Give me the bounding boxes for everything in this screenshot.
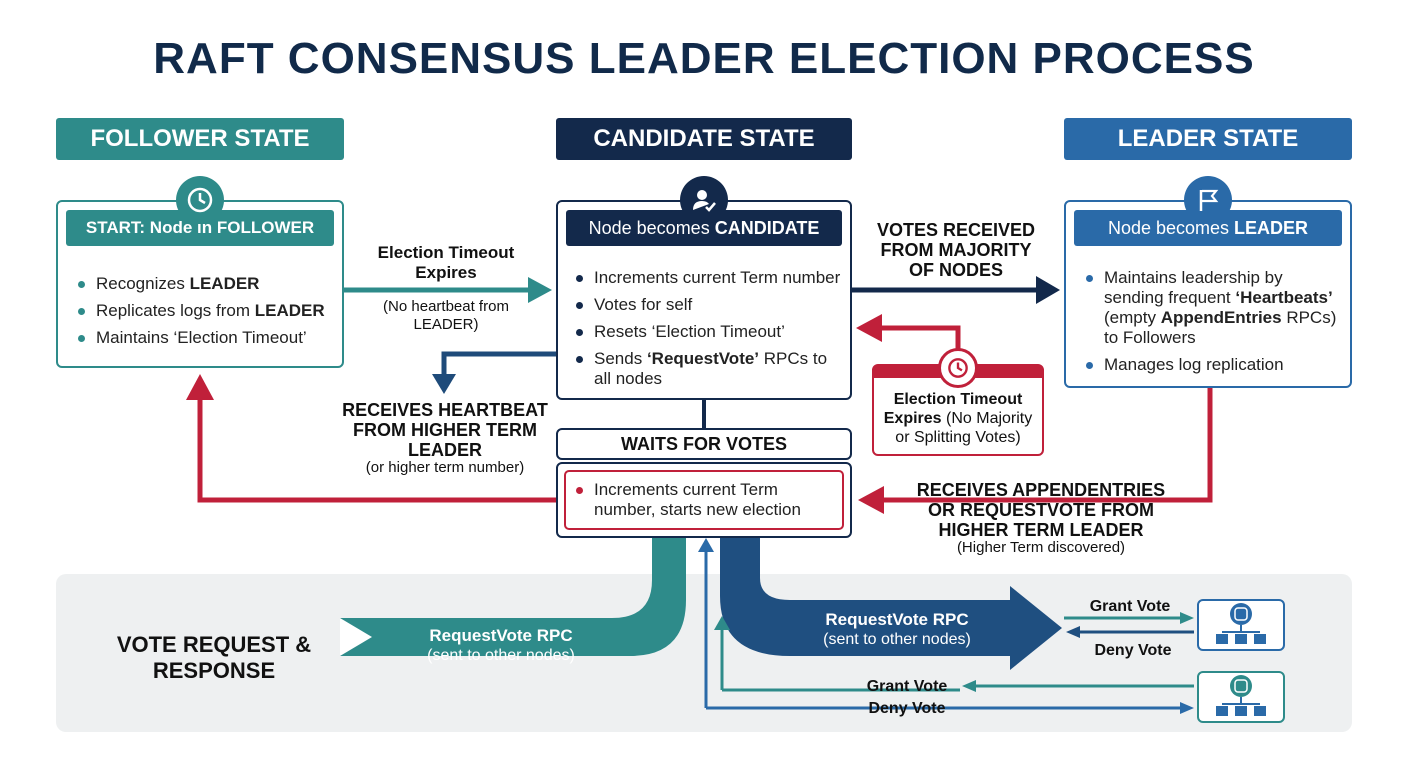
list-item: Votes for self (574, 295, 842, 315)
arrow-follower-to-candidate (344, 277, 552, 303)
follower-list: Recognizes LEADER Replicates logs from L… (76, 274, 336, 355)
leader-box-title: Node becomes LEADER (1074, 210, 1342, 246)
follower-box: START: Node in FOLLOWER State Recognizes… (56, 200, 344, 368)
grant-vote-bottom: Grant Vote (866, 678, 948, 695)
vote-return-lines (698, 538, 960, 710)
votes-majority-label: VOTES RECEIVED FROM MAJORITY OF NODES (876, 220, 1036, 280)
bottom-node-arrows (960, 680, 1194, 714)
restart-list: Increments current Term number, starts n… (574, 480, 834, 527)
waits-for-votes: WAITS FOR VOTES (556, 428, 852, 460)
list-item: Replicates logs from LEADER (76, 301, 336, 321)
arrow-timeout-loop (856, 314, 961, 350)
vote-section-label: VOTE REQUEST & RESPONSE (116, 632, 312, 683)
heartbeat-higher-label: RECEIVES HEARTBEAT FROM HIGHER TERM LEAD… (342, 400, 548, 460)
list-item: Increments current Term number, starts n… (574, 480, 834, 520)
left-rpc-sub: (sent to other nodes) (427, 647, 575, 664)
right-rpc-title: RequestVote RPC (825, 610, 969, 629)
list-item: Increments current Term number (574, 268, 842, 288)
list-item: Maintains leadership by sending frequent… (1084, 268, 1340, 348)
timeout-no-majority-text: Election Timeout Expires (No Majority or… (883, 391, 1033, 446)
leader-box: Node becomes LEADER Maintains leadership… (1064, 200, 1352, 388)
clock-icon (938, 348, 978, 388)
left-rpc-title: RequestVote RPC (429, 626, 573, 645)
flag-icon (1184, 176, 1232, 224)
leader-state-header: LEADER STATE (1064, 118, 1352, 160)
list-item: Maintains ‘Election Timeout’ (76, 328, 336, 348)
arrow-heartbeat-higher (432, 351, 556, 394)
deny-vote-bottom: Deny Vote (868, 700, 946, 717)
deny-vote-top: Deny Vote (1094, 642, 1172, 659)
grant-vote-top: Grant Vote (1089, 598, 1171, 615)
clock-icon (176, 176, 224, 224)
restart-election-box: Increments current Term number, starts n… (564, 470, 844, 530)
right-rpc-band (720, 538, 1062, 670)
candidate-list: Increments current Term number Votes for… (574, 268, 842, 396)
user-check-icon (680, 176, 728, 224)
list-item: Sends ‘RequestVote’ RPCs to all nodes (574, 349, 842, 389)
candidate-box: Node becomes CANDIDATE Increments curren… (556, 200, 852, 400)
database-network-icon (1197, 599, 1285, 651)
arrow-return-to-follower (186, 374, 556, 503)
list-item: Recognizes LEADER (76, 274, 336, 294)
list-item: Manages log replication (1084, 355, 1340, 375)
heartbeat-higher-sub: (or higher term number) (365, 459, 525, 476)
appendentries-higher-label: RECEIVES APPENDENTRIES OR REQUESTVOTE FR… (916, 480, 1166, 540)
right-rpc-sub: (sent to other nodes) (823, 631, 971, 648)
candidate-state-header: CANDIDATE STATE (556, 118, 852, 160)
appendentries-higher-sub: (Higher Term discovered) (956, 539, 1126, 556)
arrow-leader-step-down (858, 388, 1213, 514)
follower-state-header: FOLLOWER STATE (56, 118, 344, 160)
election-timeout-sub: (No heartbeat from LEADER) (383, 298, 509, 333)
leader-list: Maintains leadership by sending frequent… (1084, 268, 1340, 382)
arrow-candidate-to-leader (852, 276, 1060, 304)
database-network-icon (1197, 671, 1285, 723)
election-timeout-label: Election Timeout Expires (377, 243, 515, 282)
restart-election-outer: Increments current Term number, starts n… (556, 462, 852, 538)
left-rpc-band (340, 538, 686, 656)
top-node-arrows (1064, 612, 1194, 638)
list-item: Resets ‘Election Timeout’ (574, 322, 842, 342)
page-title: RAFT CONSENSUS LEADER ELECTION PROCESS (153, 34, 1255, 83)
